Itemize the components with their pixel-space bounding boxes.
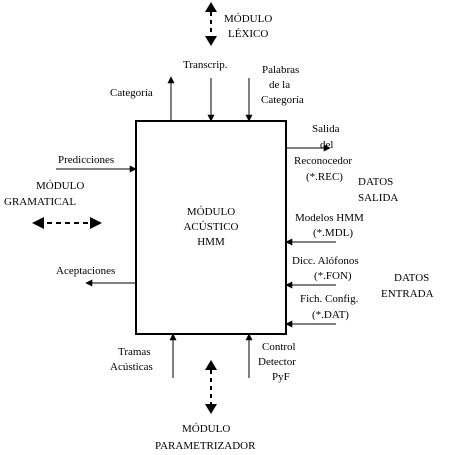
alofonos-label-1: Dicc. Alófonos [292,255,359,267]
palabras-label-2: de la [269,79,290,91]
gramatical-dashed-arrow [32,217,102,229]
control-label-1: Control [262,341,296,353]
salida-label-2: del [320,139,333,151]
salida-label-3: Reconocedor [294,155,352,167]
palabras-label-3: Categoría [261,94,304,106]
aceptaciones-label: Aceptaciones [56,265,115,277]
gramatical-module-label-1: MÓDULO [36,180,84,192]
config-label-2: (*.DAT) [312,309,349,321]
parametrizador-module-label-2: PARAMETRIZADOR [155,440,256,452]
modelos-label-2: (*.MDL) [313,227,353,239]
parametrizador-dashed-arrow [205,360,217,414]
lexico-module-label-1: MÓDULO [224,13,272,25]
gramatical-module-label-2: GRAMATICAL [4,196,76,208]
salida-label-4: (*.REC) [306,171,343,183]
parametrizador-module-label-1: MÓDULO [182,423,230,435]
center-box-label-2: ACÚSTICO [183,221,238,233]
palabras-label-1: Palabras [262,64,299,76]
lexico-dashed-arrow [205,2,217,46]
control-label-3: PyF [272,371,290,383]
datos-entrada-label-2: ENTRADA [381,288,434,300]
datos-salida-label-2: SALIDA [358,192,398,204]
categoria-label: Categoría [110,87,153,99]
modelos-label-1: Modelos HMM [295,212,364,224]
lexico-module-label-2: LÉXICO [228,28,268,40]
acoustic-hmm-box [135,120,287,335]
alofonos-label-2: (*.FON) [314,270,352,282]
center-box-label-1: MÓDULO [187,206,235,218]
center-box-label-3: HMM [197,236,225,248]
config-label-1: Fich. Config. [300,293,359,305]
tramas-label-1: Tramas [118,346,151,358]
transcrip-label: Transcrip. [183,59,228,71]
datos-entrada-label-1: DATOS [394,272,429,284]
control-label-2: Detector [258,356,296,368]
tramas-label-2: Acústicas [110,361,153,373]
predicciones-label: Predicciones [58,154,114,166]
salida-label-1: Salida [312,123,340,135]
datos-salida-label-1: DATOS [358,176,393,188]
